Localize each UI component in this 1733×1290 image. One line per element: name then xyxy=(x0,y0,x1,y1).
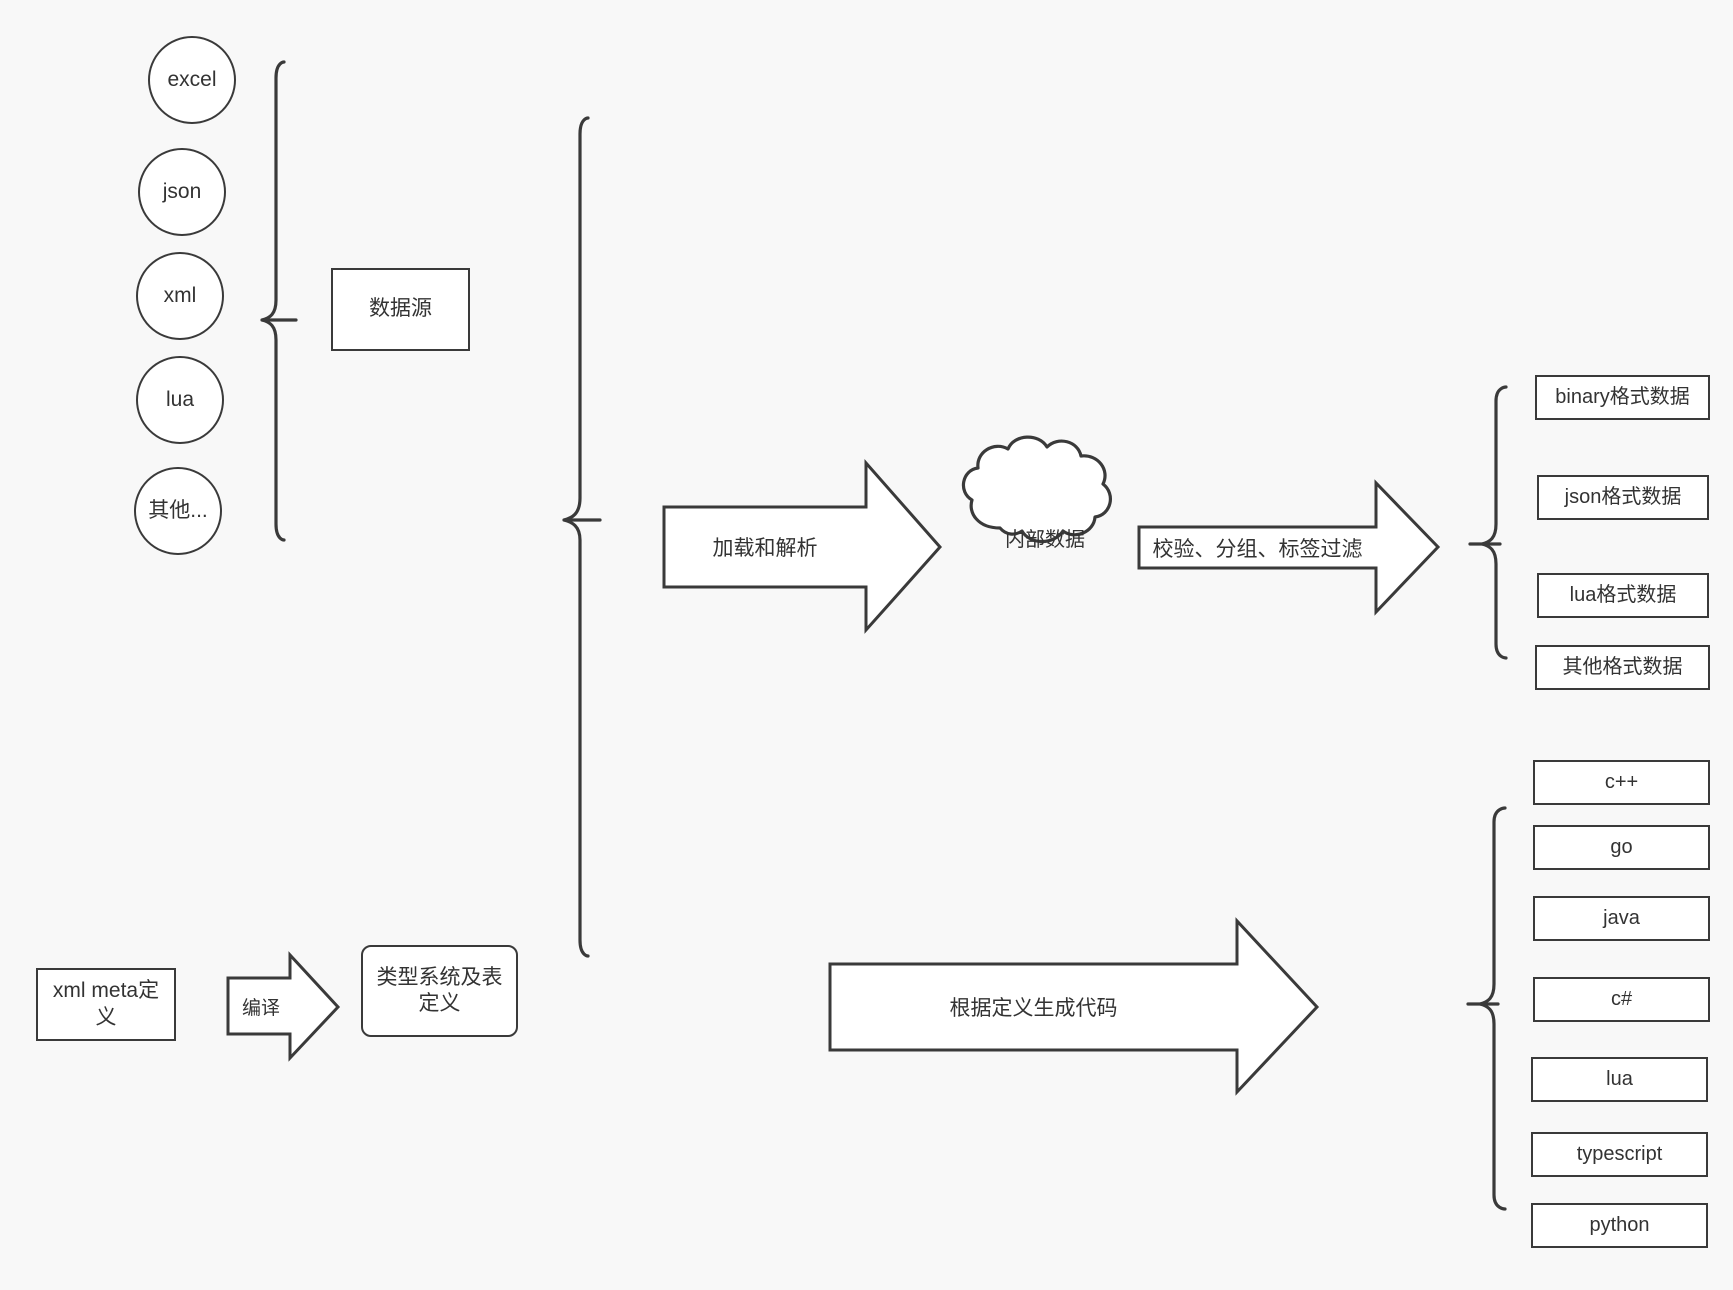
code-output-label: python xyxy=(1589,1214,1650,1236)
type-system-box[interactable]: 类型系统及表定义 xyxy=(361,945,518,1037)
source-ellipse-lua[interactable]: lua xyxy=(136,356,224,444)
data-output-other[interactable]: 其他格式数据 xyxy=(1535,645,1710,690)
xml-meta-definition-box[interactable]: xml meta定义 xyxy=(36,968,176,1041)
source-label: excel xyxy=(167,67,217,91)
code-output-label: c++ xyxy=(1604,771,1639,793)
code-output-label: typescript xyxy=(1576,1143,1663,1165)
data-output-binary[interactable]: binary格式数据 xyxy=(1535,375,1710,420)
codegen-arrow-label: 根据定义生成代码 xyxy=(949,997,1118,1020)
data-output-label: binary格式数据 xyxy=(1555,386,1690,408)
data-source-label: 数据源 xyxy=(369,297,432,321)
source-label: xml xyxy=(163,283,197,307)
code-output-python[interactable]: python xyxy=(1531,1203,1708,1248)
xml-meta-definition-label: xml meta定义 xyxy=(52,979,160,1029)
code-output-label: go xyxy=(1610,836,1633,858)
code-output-csharp[interactable]: c# xyxy=(1533,977,1710,1022)
code-outputs-brace xyxy=(1479,806,1507,1211)
data-source-box[interactable]: 数据源 xyxy=(331,268,470,351)
compile-arrow xyxy=(226,951,341,1062)
code-output-label: c# xyxy=(1610,988,1633,1010)
source-label: 其他... xyxy=(148,498,208,522)
sources-brace xyxy=(261,60,286,542)
validate-group-filter-arrow-label: 校验、分组、标签过滤 xyxy=(1152,537,1363,561)
internal-data-cloud xyxy=(961,435,1112,544)
type-system-label: 类型系统及表定义 xyxy=(376,965,503,1015)
code-output-label: lua xyxy=(1606,1068,1633,1090)
code-output-lua[interactable]: lua xyxy=(1531,1057,1708,1102)
source-label: json xyxy=(162,179,202,203)
compile-arrow-label: 编译 xyxy=(241,997,280,1019)
code-output-typescript[interactable]: typescript xyxy=(1531,1132,1708,1177)
source-ellipse-json[interactable]: json xyxy=(138,148,226,236)
source-label: lua xyxy=(165,387,195,411)
data-output-label: 其他格式数据 xyxy=(1562,656,1683,678)
validate-group-filter-arrow xyxy=(1137,479,1441,616)
code-output-go[interactable]: go xyxy=(1533,825,1710,870)
codegen-arrow xyxy=(828,917,1320,1096)
source-ellipse-excel[interactable]: excel xyxy=(148,36,236,124)
code-output-label: java xyxy=(1603,907,1640,929)
data-outputs-brace xyxy=(1481,385,1508,660)
data-output-json[interactable]: json格式数据 xyxy=(1537,475,1709,520)
data-output-lua[interactable]: lua格式数据 xyxy=(1537,573,1709,618)
load-parse-arrow xyxy=(662,459,943,634)
internal-data-label: 内部数据 xyxy=(1005,528,1085,551)
code-output-cpp[interactable]: c++ xyxy=(1533,760,1710,805)
data-output-label: lua格式数据 xyxy=(1569,584,1677,606)
load-parse-arrow-label: 加载和解析 xyxy=(712,537,818,560)
source-ellipse-other[interactable]: 其他... xyxy=(134,467,222,555)
inputs-brace xyxy=(563,116,590,958)
data-output-label: json格式数据 xyxy=(1564,486,1682,508)
code-output-java[interactable]: java xyxy=(1533,896,1710,941)
source-ellipse-xml[interactable]: xml xyxy=(136,252,224,340)
